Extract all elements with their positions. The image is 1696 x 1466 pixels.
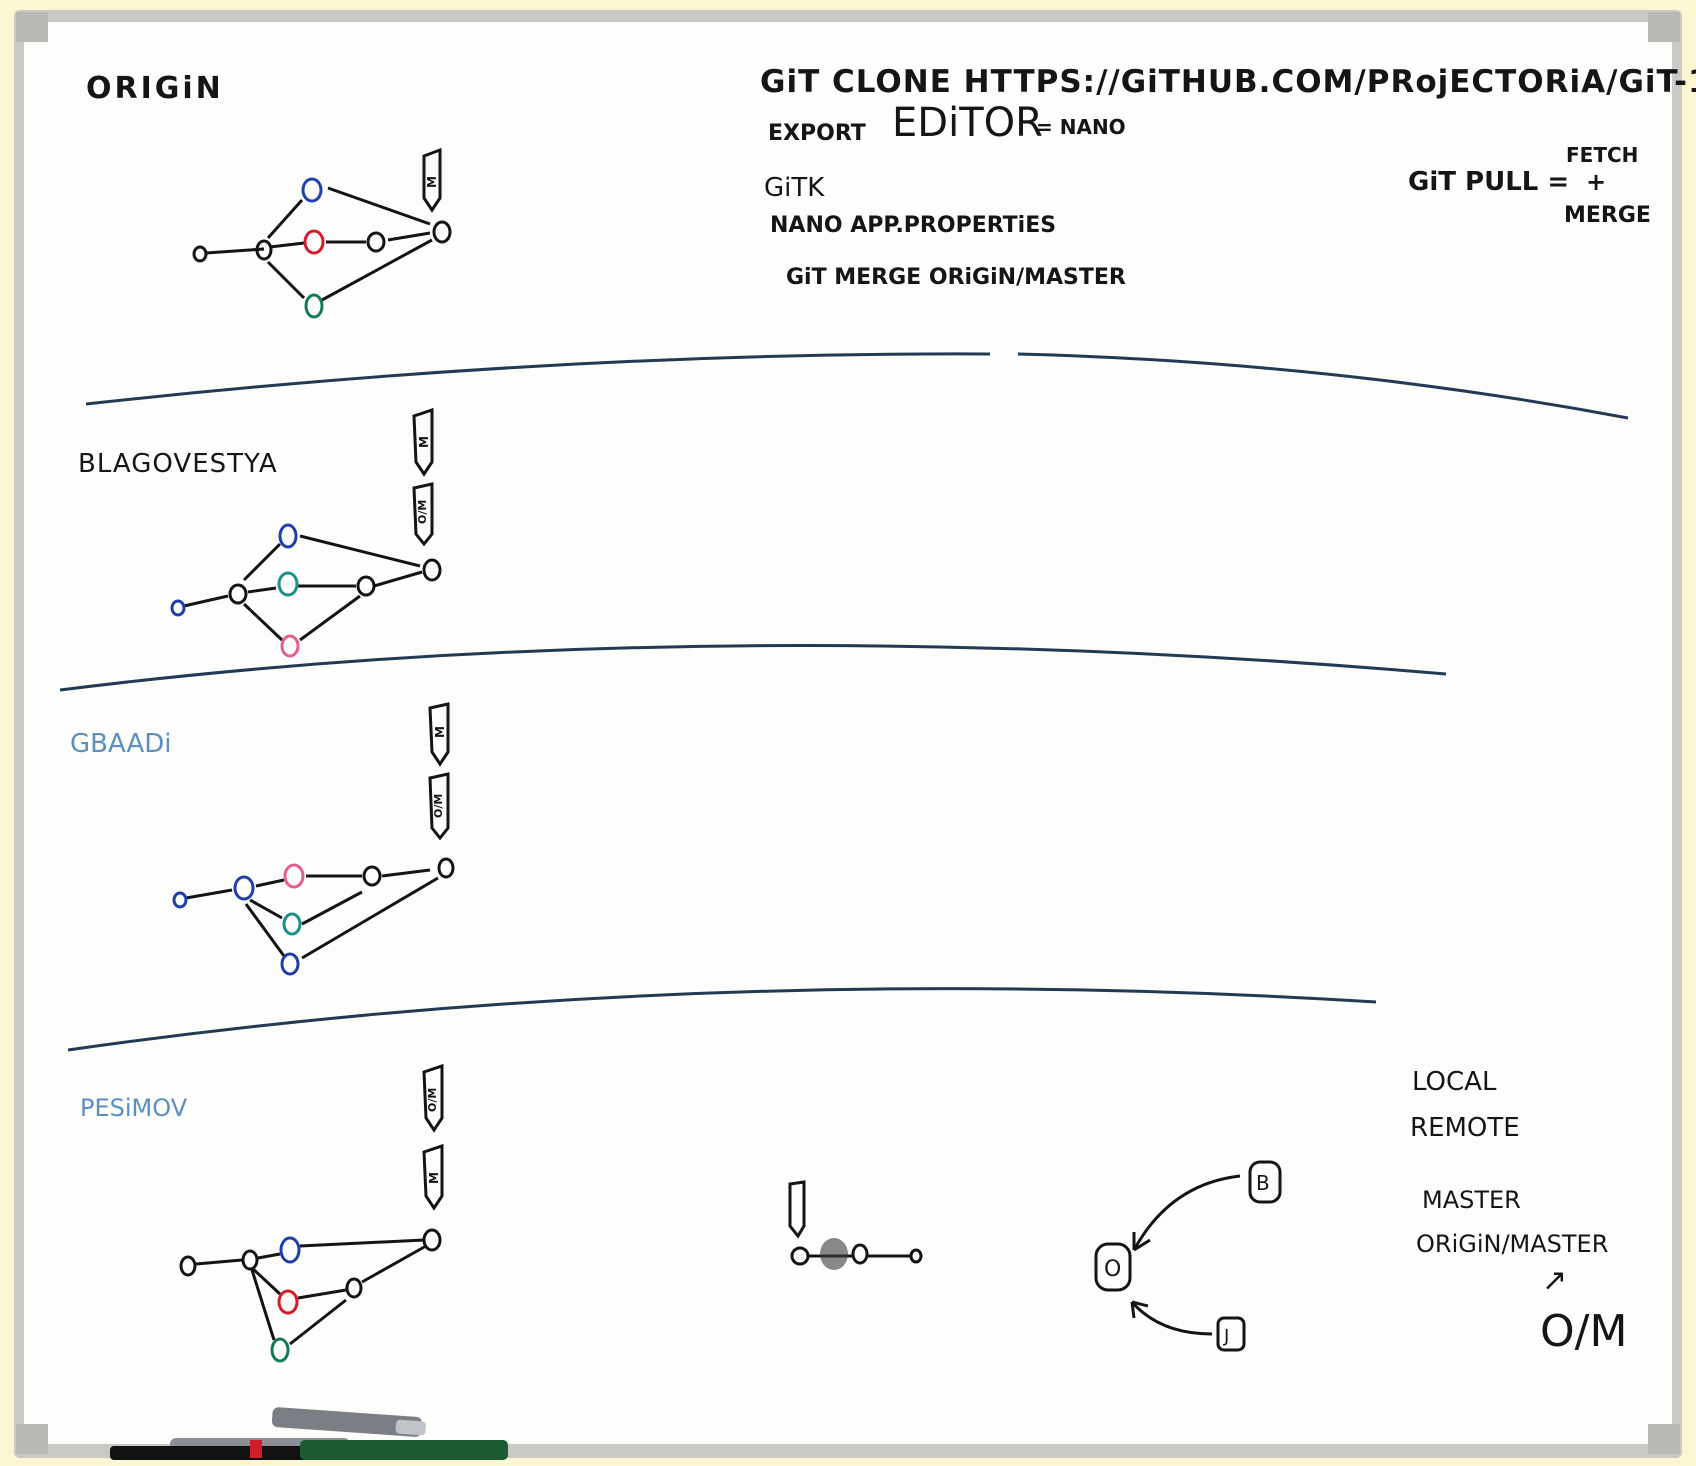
commit-node (304, 293, 324, 319)
cmd-gitk: GiTK (764, 173, 825, 203)
commit-node (432, 220, 452, 244)
commit-node (282, 912, 302, 936)
tag-flag-master (412, 407, 434, 477)
cmd-export-val: = NANO (1036, 115, 1126, 139)
whiteboard-marker (271, 1407, 423, 1437)
tag-flag-origin-master (412, 482, 434, 547)
commit-graph-blagovestya (170, 407, 442, 658)
commit-node (851, 1243, 869, 1265)
tag-label-master: M (427, 1172, 441, 1184)
commit-node (303, 229, 325, 255)
divider-line (1017, 352, 1629, 420)
commit-node (270, 1337, 290, 1363)
pull-merge: MERGE (1564, 203, 1651, 228)
pull-lhs: GiT PULL = (1408, 167, 1569, 197)
commit-graph-pesimov (179, 1063, 444, 1363)
legend-remote: REMOTE (1410, 1113, 1520, 1143)
commit-node (279, 1236, 301, 1264)
legend-origin-master: ORiGiN/MASTER (1416, 1230, 1608, 1258)
commit-node (170, 599, 186, 617)
divider-line (85, 352, 991, 406)
corner-cap (16, 1424, 48, 1454)
marker-tray (110, 1407, 508, 1460)
commit-graph-gbaadi (172, 702, 455, 976)
cmd-nano: NANO APP.PROPERTiES (770, 213, 1056, 238)
commit-node (909, 1248, 923, 1264)
section-label-origin: ORIGiN (86, 71, 224, 106)
commit-node (422, 1228, 442, 1252)
node-label-b: B (1256, 1171, 1270, 1195)
node-box-j (1216, 1316, 1246, 1352)
pull-plus: + (1586, 168, 1606, 196)
commit-node (233, 875, 255, 901)
legend-local: LOCAL (1412, 1067, 1497, 1097)
commit-node (280, 952, 300, 976)
tag-flag (788, 1180, 806, 1239)
divider-line (67, 987, 1377, 1052)
legend-master: MASTER (1422, 1186, 1521, 1214)
commit-node (179, 1255, 197, 1277)
corner-cap (1648, 1424, 1680, 1454)
cmd-export-var: EDiTOR (892, 100, 1043, 146)
small-commit-graph (788, 1180, 923, 1270)
commit-node (255, 239, 273, 261)
legend-short: O/M (1540, 1306, 1627, 1357)
tag-flag-master (422, 1143, 444, 1211)
commit-node (192, 245, 208, 263)
commit-node (422, 558, 442, 582)
node-label-j: J (1223, 1326, 1229, 1347)
commit-node (366, 231, 386, 253)
tag-label-master: M (425, 176, 439, 188)
commit-node (362, 865, 382, 887)
pull-fetch: FETCH (1566, 143, 1638, 167)
commit-node (356, 575, 376, 597)
node-box-o (1094, 1242, 1132, 1292)
legend-arrow: ↗ (1542, 1263, 1567, 1298)
node-label-o: O (1104, 1257, 1121, 1282)
commit-node (172, 891, 188, 909)
whiteboard-marker (300, 1440, 508, 1460)
cmd-merge: GiT MERGE ORiGiN/MASTER (786, 265, 1126, 290)
tag-flag-origin-master (422, 1063, 444, 1133)
tag-label-master: M (433, 726, 447, 738)
eraser-smudge (820, 1238, 848, 1270)
commit-node (228, 583, 248, 605)
arrow-j-to-o (1130, 1301, 1213, 1336)
tag-label-origin-master: O/M (416, 500, 429, 524)
section-label-blagovestya: BLAGOVESTYA (78, 449, 278, 479)
tag-label-origin-master: O/M (426, 1088, 439, 1112)
tag-label-master: M (417, 436, 431, 448)
corner-cap (1648, 12, 1680, 42)
commit-node (277, 571, 299, 597)
commit-node (278, 523, 298, 549)
commit-node (241, 1249, 259, 1271)
section-label-gbaadi: GBAADi (70, 729, 172, 759)
whiteboard-marker (110, 1446, 330, 1460)
cmd-export: EXPORT (768, 121, 866, 146)
branch-diagram (1094, 1160, 1282, 1352)
commit-node (277, 1289, 299, 1315)
commit-node (280, 634, 300, 658)
tag-flag-master (428, 702, 450, 767)
tag-label-origin-master: O/M (432, 794, 445, 818)
cmd-git-clone: GiT CLONE HTTPS://GiTHUB.COM/PRojECTORiA… (760, 64, 1696, 100)
commit-node (283, 863, 305, 889)
commit-node (301, 177, 323, 203)
node-box-b (1248, 1160, 1282, 1204)
commit-node (437, 857, 455, 879)
tag-flag-master (422, 147, 442, 213)
divider-line (59, 644, 1447, 692)
arrow-b-to-o (1132, 1174, 1241, 1251)
board-surface (24, 22, 1672, 1444)
commit-node (345, 1277, 363, 1299)
commit-graph-origin (192, 147, 452, 319)
section-label-pesimov: PESiMOV (80, 1094, 188, 1122)
tag-flag-origin-master (428, 772, 450, 841)
corner-cap (16, 12, 48, 42)
